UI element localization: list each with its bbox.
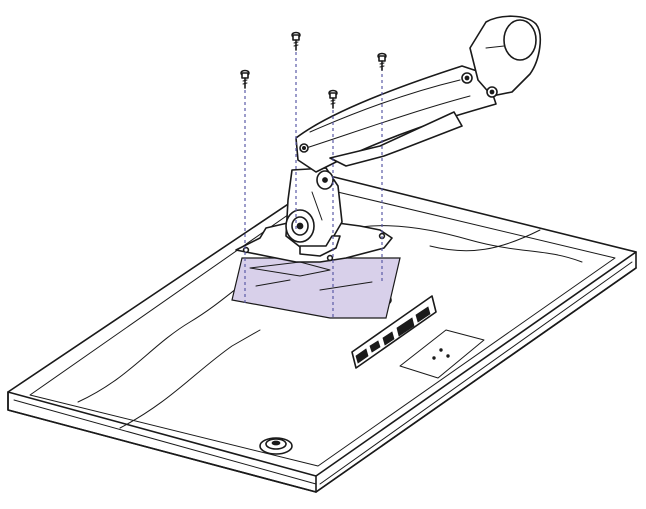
stand-connector xyxy=(259,437,293,455)
monitor-panel xyxy=(7,175,637,493)
vesa-mount-area xyxy=(231,257,401,319)
lower-arm xyxy=(295,65,497,173)
screw-icon xyxy=(328,89,338,109)
screw-icon xyxy=(240,69,250,89)
label-plate xyxy=(399,329,485,379)
screw-icon xyxy=(291,31,301,51)
screw-guide-lines xyxy=(244,52,383,318)
vesa-recess-highlight xyxy=(231,257,401,319)
io-ports xyxy=(351,295,437,369)
pole-clamp-opening xyxy=(503,19,537,61)
screw-icon xyxy=(377,52,387,71)
mounting-arm xyxy=(295,15,542,173)
